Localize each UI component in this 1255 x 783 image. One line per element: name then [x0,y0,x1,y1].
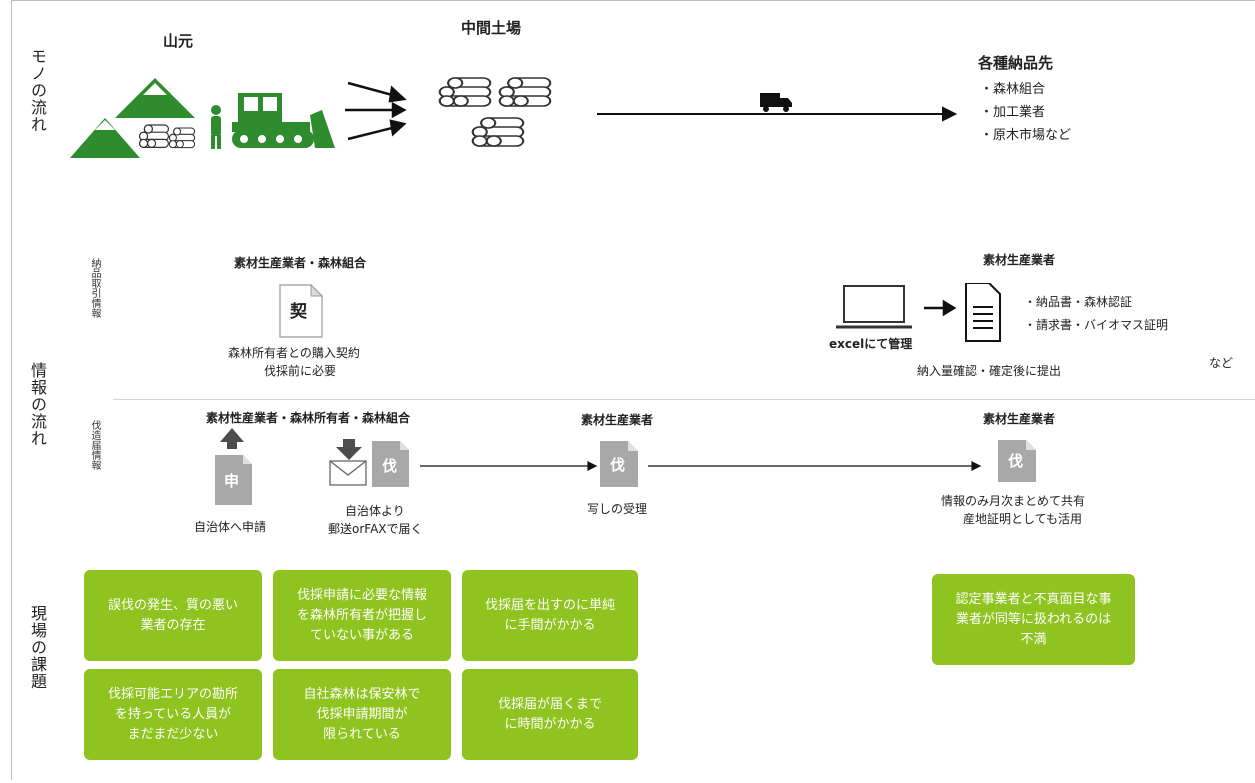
log-pile-icon [438,76,492,108]
log-pile-icon [139,124,169,148]
felling-flow-lines [420,461,982,471]
delivery-right-caption: 納入量確認・確定後に提出 [917,364,1062,378]
truck-icon [760,93,792,112]
document-icon [965,283,1001,342]
destination-item: ・森林組合 [980,82,1046,97]
sub-label-delivery: 納品取引情報 [89,258,100,318]
arrow-icon [597,106,958,122]
receive-caption: 郵送orFAXで届く [328,522,423,536]
yamamoto-label: 山元 [163,32,194,50]
delivery-right-title: 素材生産業者 [983,253,1056,267]
felling-mid-title: 素材生産業者 [581,413,654,427]
delivery-right-item: ・請求書・バイオマス証明 [1024,318,1169,332]
felling-right-title: 素材生産業者 [983,412,1056,426]
laptop-icon [836,285,912,329]
felling-left-title: 素材性産業者・森林所有者・森林組合 [206,411,411,425]
arrow-icon [345,81,407,141]
row-label-info: 情報の流れ [28,362,47,447]
destination-item: ・加工業者 [980,105,1046,120]
diagram-frame [11,0,1255,780]
delivery-right-graphics [836,283,1001,342]
document-icon [372,441,409,487]
destination-item: ・原木市場など [980,128,1072,143]
arrow-icon [924,299,957,317]
apply-doc-char: 申 [224,472,240,490]
row-label-issues: 現場の課題 [28,605,47,690]
destinations-title: 各種納品先 [978,54,1054,72]
excel-label: excelにて管理 [829,337,913,351]
up-arrow-icon [220,428,244,449]
down-arrow-icon [336,439,362,460]
issue-box: 伐採届が届くまで に時間がかかる [462,669,638,760]
delivery-right-item: ・納品書・森林認証 [1024,295,1133,309]
right-doc-char: 伐 [1008,452,1024,470]
felling-right-caption: 情報のみ月次まとめて共有 [941,494,1086,508]
delivery-left-caption: 伐採前に必要 [264,364,337,378]
issue-box: 誤伐の発生、質の悪い 業者の存在 [84,570,262,661]
worker-icon [211,105,221,149]
document-icon [215,455,252,505]
sub-label-felling: 伐造届情報 [89,420,100,470]
receive-caption: 自治体より [345,504,405,518]
issue-box: 自社森林は保安林で 伐採申請期間が 限られている [273,669,451,760]
issue-box: 伐採届を出すのに単純 に手間がかかる [462,570,638,661]
apply-caption: 自治体へ申請 [194,520,267,534]
arrow-icon [420,461,982,471]
info-divider [113,399,1255,400]
log-pile-icon [168,127,196,149]
document-icon [998,440,1036,482]
issue-box: 認定事業者と不真面目な事 業者が同等に扱われるのは 不満 [932,574,1135,665]
issue-box: 伐採可能エリアの勘所 を持っている人員が まだまだ少ない [84,669,262,760]
contract-doc-char: 契 [290,302,307,322]
felling-right-caption: 産地証明としても活用 [963,512,1083,526]
receive-doc-char: 伐 [382,457,398,475]
goods-flow-graphics [70,76,958,158]
mountain-icon [70,78,195,158]
document-icon [279,284,323,338]
felling-mid-caption: 写しの受理 [587,502,648,516]
delivery-left-caption: 森林所有者との購入契約 [228,346,360,360]
mid-doc-char: 伐 [610,456,626,474]
document-icon [600,441,638,487]
delivery-left-title: 素材生産業者・森林組合 [234,256,367,270]
felling-left-graphics [215,428,409,505]
etc-label: など [1209,356,1234,370]
row-label-goods: モノの流れ [28,48,47,133]
log-pile-icon [498,76,552,108]
log-pile-icon [471,116,525,148]
envelope-icon [329,460,367,486]
bulldozer-icon [232,93,335,148]
issue-box: 伐採申請に必要な情報 を森林所有者が把握し ていない事がある [273,570,451,661]
chukan-label: 中間土場 [461,19,522,37]
